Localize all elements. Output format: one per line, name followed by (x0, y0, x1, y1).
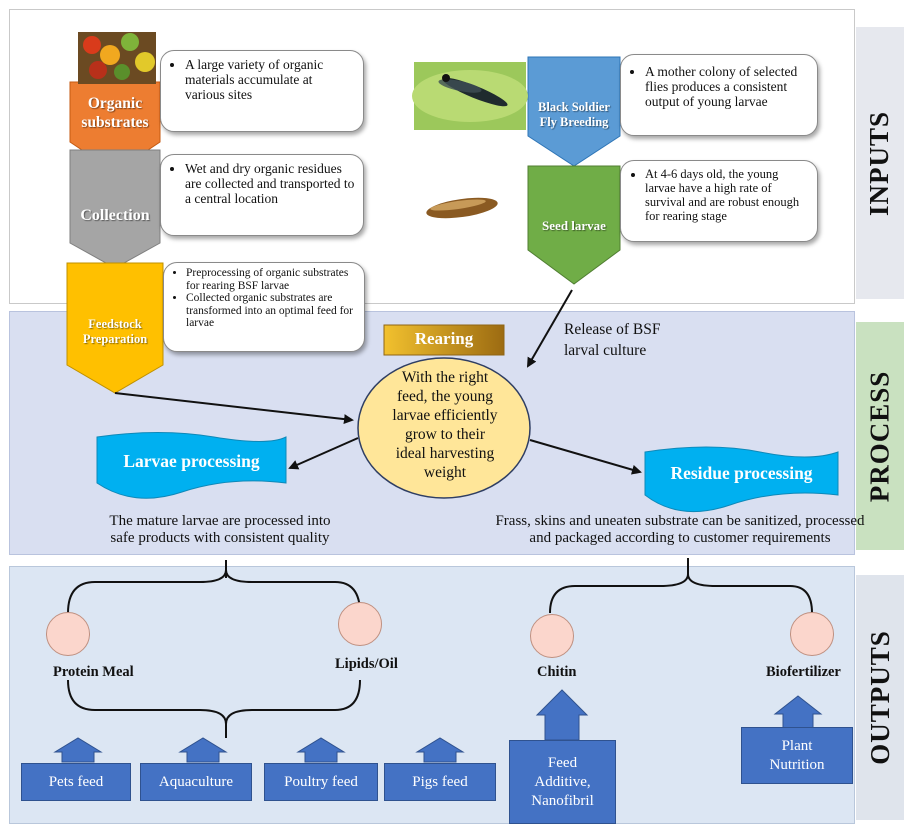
chitin-use-box: Feed Additive, Nanofibril (509, 740, 616, 824)
aquaculture-box: Aquaculture (140, 763, 252, 801)
fly-photo (412, 62, 528, 130)
feeds-bracket (67, 679, 361, 738)
rearing-label-bg (383, 324, 505, 356)
bsf-breeding-callout: A mother colony of selected flies produc… (620, 54, 818, 136)
feedstock-to-rearing-arrow (114, 392, 354, 425)
protein-meal-circle (46, 612, 90, 656)
rearing-label: Rearing (414, 329, 474, 348)
release-arrow (526, 289, 573, 368)
outputs-side-label: OUTPUTS (856, 575, 904, 820)
lipids-label: Lipids/Oil (335, 656, 398, 672)
release-text: Release of BSF larval culture (564, 321, 661, 359)
pets-feed-box: Pets feed (21, 763, 131, 801)
collection-chevron (69, 149, 161, 269)
collection-label: Collection (80, 207, 150, 224)
residue-products-bracket (549, 558, 813, 614)
process-side-label: PROCESS (856, 322, 904, 550)
rearing-text: With the right feed, the young larvae ef… (392, 369, 498, 481)
organic-photo (78, 32, 156, 84)
seed-larvae-callout: At 4-6 days old, the young larvae have a… (620, 160, 818, 242)
rearing-ellipse (357, 357, 531, 499)
seed-larvae-label: Seed larvae (542, 218, 606, 233)
larva-photo (426, 197, 498, 219)
fertilizer-use-box: Plant Nutrition (741, 727, 853, 784)
organic-substrates-label: Organic substrates (81, 95, 149, 131)
residue-processing-text: Frass, skins and uneaten substrate can b… (495, 513, 865, 546)
rearing-to-residue-arrow (529, 439, 642, 475)
organic-substrates-callout: A large variety of organic materials acc… (160, 50, 364, 132)
larvae-products-bracket (67, 560, 361, 614)
seed-larvae-chevron (527, 165, 621, 285)
feedstock-chevron (66, 262, 164, 394)
feed-up-arrows (53, 737, 465, 763)
protein-meal-label: Protein Meal (53, 664, 134, 680)
residue-processing-label: Residue processing (670, 463, 813, 483)
larvae-processing-flag (96, 432, 287, 499)
rearing-to-larvae-arrow (288, 437, 359, 470)
chitin-up-arrow (535, 689, 589, 741)
pigs-feed-box: Pigs feed (384, 763, 496, 801)
residue-processing-flag (644, 446, 839, 513)
collection-callout: Wet and dry organic residues are collect… (160, 154, 364, 236)
larvae-processing-text: The mature larvae are processed into saf… (109, 513, 331, 546)
biofertilizer-label: Biofertilizer (766, 664, 841, 680)
larvae-processing-label: Larvae processing (123, 451, 260, 471)
feedstock-label: Feedstock Preparation (82, 317, 148, 346)
biofertilizer-up-arrow (773, 695, 823, 729)
inputs-side-label: INPUTS (856, 27, 904, 299)
biofertilizer-circle (790, 612, 834, 656)
bsf-breeding-label: Black Soldier Fly Breeding (538, 100, 610, 129)
lipids-circle (338, 602, 382, 646)
chitin-label: Chitin (537, 664, 577, 680)
feedstock-callout: Preprocessing of organic substrates for … (163, 262, 365, 352)
chitin-circle (530, 614, 574, 658)
bsf-breeding-chevron (527, 56, 621, 167)
poultry-feed-box: Poultry feed (264, 763, 378, 801)
